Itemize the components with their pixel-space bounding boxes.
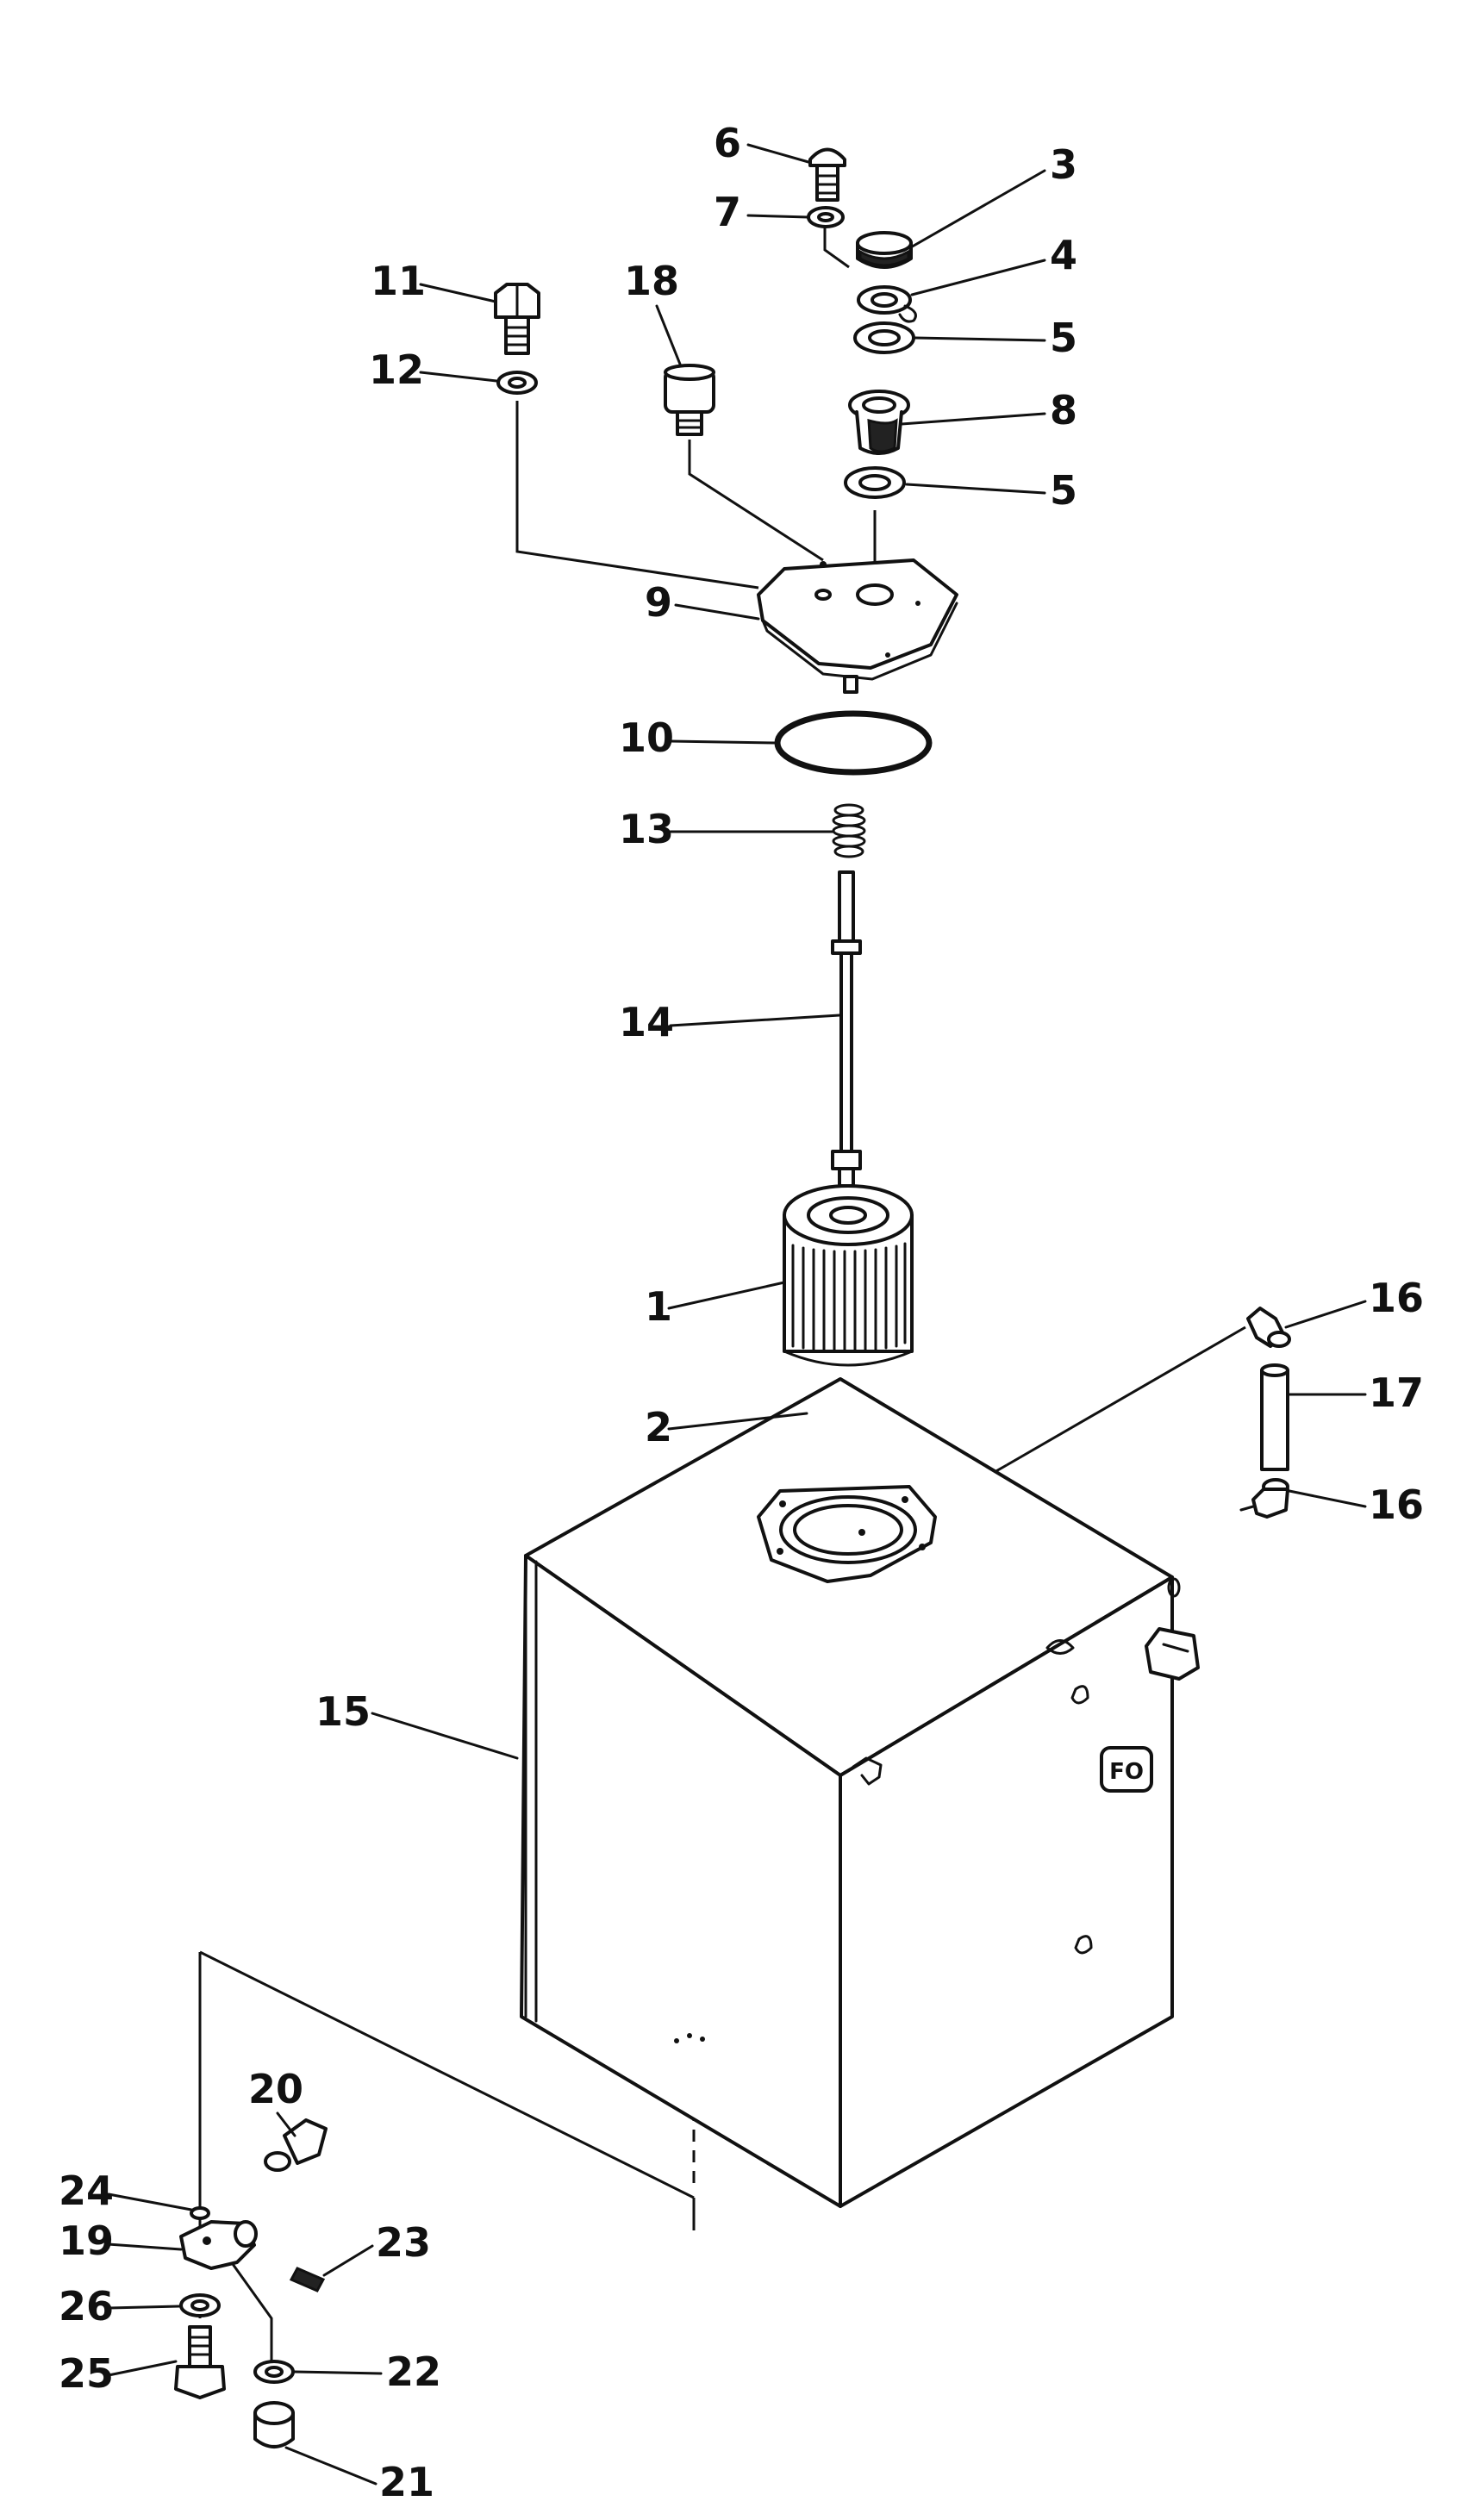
callout-12: 12 xyxy=(369,346,424,393)
callouts: 6 7 3 4 5 8 5 11 12 18 9 10 13 xyxy=(59,120,1424,2505)
part-15-tank: FO xyxy=(520,1377,1200,2208)
part-20-plug xyxy=(264,2118,328,2172)
part-7-washer xyxy=(807,206,845,228)
callout-9: 9 xyxy=(645,579,672,626)
part-13-spring xyxy=(832,803,866,858)
callout-5a: 5 xyxy=(1050,315,1077,361)
part-9-cover xyxy=(757,558,958,694)
part-1-filter xyxy=(783,1184,914,1367)
callout-23: 23 xyxy=(376,2219,431,2266)
callout-6: 6 xyxy=(714,120,741,166)
callout-14: 14 xyxy=(619,999,674,1045)
part-22-washer xyxy=(253,2360,295,2384)
part-19-drain-body xyxy=(179,2220,258,2270)
part-6-bolt xyxy=(808,147,846,202)
callout-25: 25 xyxy=(59,2350,114,2397)
part-16b-fitting xyxy=(1239,1478,1289,1519)
callout-19: 19 xyxy=(59,2217,114,2264)
part-12-washer xyxy=(496,371,538,395)
part-25-bolt xyxy=(174,2325,226,2399)
part-4-seal xyxy=(857,285,917,323)
callout-4: 4 xyxy=(1050,232,1077,278)
part-18-sensor xyxy=(664,364,715,436)
callout-16b: 16 xyxy=(1369,1481,1424,1528)
callout-17: 17 xyxy=(1369,1369,1424,1416)
part-11-bolt xyxy=(494,283,540,355)
callout-1: 1 xyxy=(645,1283,672,1330)
callout-13: 13 xyxy=(619,806,674,852)
tank-plate-text: FO xyxy=(1109,1759,1144,1785)
part-16a-fitting xyxy=(1246,1307,1291,1348)
part-26-washer xyxy=(179,2293,221,2317)
callout-21: 21 xyxy=(379,2459,434,2505)
callout-11: 11 xyxy=(371,258,426,304)
part-8-strainer xyxy=(848,390,910,455)
callout-8: 8 xyxy=(1050,387,1077,434)
part-3-cap xyxy=(856,231,913,269)
callout-15: 15 xyxy=(315,1688,371,1735)
callout-26: 26 xyxy=(59,2283,114,2330)
callout-3: 3 xyxy=(1050,141,1077,188)
callout-20: 20 xyxy=(248,2066,303,2112)
callout-18: 18 xyxy=(624,258,679,304)
callout-10: 10 xyxy=(619,714,674,761)
part-17-tube xyxy=(1260,1363,1289,1471)
part-24-washer xyxy=(190,2206,210,2220)
callout-16a: 16 xyxy=(1369,1275,1424,1321)
part-23-spring xyxy=(289,2267,326,2292)
callout-2: 2 xyxy=(645,1404,672,1450)
part-10-oring xyxy=(774,710,933,776)
part-5b-washer xyxy=(844,466,906,499)
part-5a-washer xyxy=(853,321,915,354)
callout-7: 7 xyxy=(714,189,741,235)
callout-24: 24 xyxy=(59,2168,114,2214)
callout-5b: 5 xyxy=(1050,467,1077,514)
callout-22: 22 xyxy=(386,2348,441,2395)
part-21-plug xyxy=(253,2401,295,2448)
part-14-rod xyxy=(831,870,862,1188)
